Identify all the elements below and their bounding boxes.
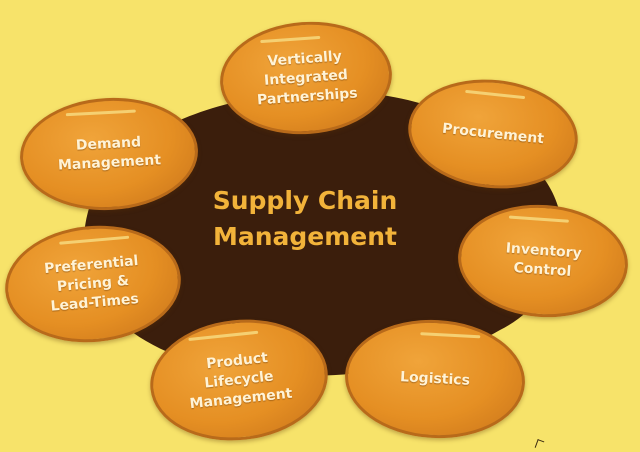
node-highlight bbox=[420, 332, 481, 339]
node-highlight bbox=[59, 235, 130, 245]
node-highlight bbox=[508, 215, 569, 223]
node-highlight bbox=[65, 109, 136, 117]
node-highlight bbox=[260, 35, 321, 44]
node-label: Preferential Pricing & Lead-Times bbox=[44, 251, 143, 316]
node-label-line-1: Procurement bbox=[441, 120, 545, 147]
node-label: Vertically Integrated Partnerships bbox=[254, 46, 358, 110]
node-label-line-2: Control bbox=[512, 259, 572, 280]
node-label: Logistics bbox=[400, 368, 471, 391]
node-label: Product Lifecycle Management bbox=[185, 346, 293, 413]
node-label: Procurement bbox=[441, 119, 545, 149]
node-highlight bbox=[465, 89, 526, 100]
node-label-line-1: Logistics bbox=[399, 368, 471, 389]
node-label: Inventory Control bbox=[504, 239, 583, 282]
node-label: Demand Management bbox=[57, 132, 162, 175]
center-title-line-2: Management bbox=[212, 222, 398, 251]
center-title: Supply Chain Management bbox=[190, 183, 420, 255]
node-label-line-2: Management bbox=[57, 152, 162, 174]
node-highlight bbox=[188, 330, 259, 342]
center-title-line-1: Supply Chain bbox=[212, 186, 398, 215]
